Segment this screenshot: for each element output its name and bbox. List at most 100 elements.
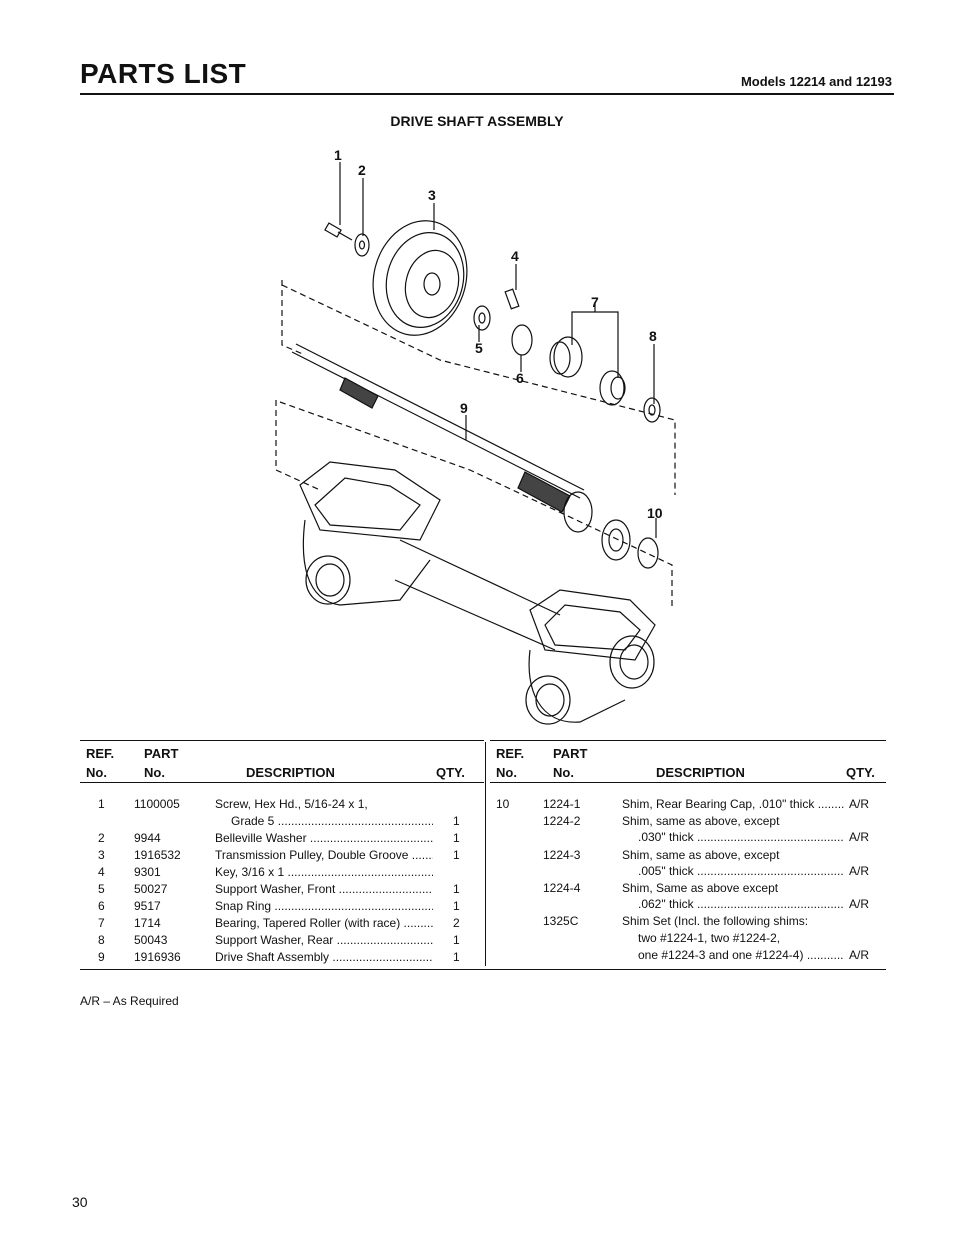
description-cell: Shim, same as above, except xyxy=(622,848,780,862)
drive-shaft-part xyxy=(291,343,585,513)
part-cell: 1224-4 xyxy=(543,881,581,895)
qty-cell: 2 xyxy=(453,916,460,930)
ref-cell: 1 xyxy=(98,797,105,811)
ref-cell: 7 xyxy=(98,916,105,930)
part-cell: 1100005 xyxy=(134,797,180,811)
description-cell: Shim, Same as above except xyxy=(622,881,779,895)
callout-7: 7 xyxy=(591,294,599,310)
part-cell: 50043 xyxy=(134,933,168,947)
part-cell: 1325C xyxy=(543,914,579,928)
part-cell: 1916936 xyxy=(134,950,181,964)
header-part: PART xyxy=(144,746,179,761)
header-qty: QTY. xyxy=(436,765,465,780)
tapered-bearing-part xyxy=(549,336,626,406)
qty-cell: 1 xyxy=(453,814,460,828)
part-cell: 9517 xyxy=(134,899,161,913)
support-washer-front-part xyxy=(473,305,491,331)
description-cell: .005" thick xyxy=(638,864,844,878)
qty-cell: 1 xyxy=(453,950,460,964)
description-cell: two #1224-1, two #1224-2, xyxy=(638,931,781,945)
qty-cell: A/R xyxy=(849,864,870,878)
transmission-housing xyxy=(299,461,656,725)
pulley-part xyxy=(372,220,468,336)
qty-cell: 1 xyxy=(453,831,460,845)
footnote: A/R – As Required xyxy=(80,994,179,1008)
part-cell: 1224-2 xyxy=(543,814,581,828)
belleville-washer-part xyxy=(354,233,370,257)
drive-shaft-diagram xyxy=(275,162,676,725)
ref-cell: 5 xyxy=(98,882,105,896)
header-qty: QTY. xyxy=(846,765,875,780)
callout-10: 10 xyxy=(647,505,663,521)
part-cell: 1916532 xyxy=(134,848,181,862)
qty-cell: A/R xyxy=(849,897,870,911)
part-cell: 9301 xyxy=(134,865,161,879)
qty-cell: 1 xyxy=(453,882,460,896)
ref-cell: 6 xyxy=(98,899,105,913)
header-ref-no: No. xyxy=(496,765,517,780)
table-rule-header-left xyxy=(80,782,484,783)
description-cell: one #1224-3 and one #1224-4) xyxy=(638,948,844,962)
description-cell: Support Washer, Front xyxy=(215,882,433,896)
header-rule xyxy=(80,93,894,95)
callout-2: 2 xyxy=(358,162,366,178)
screw-part xyxy=(324,222,353,241)
description-cell: Transmission Pulley, Double Groove xyxy=(215,848,433,862)
models-label: Models 12214 and 12193 xyxy=(740,74,892,89)
callout-3: 3 xyxy=(428,187,436,203)
table-rule-bottom xyxy=(80,969,886,970)
header-ref: REF. xyxy=(86,746,115,761)
description-cell: Bearing, Tapered Roller (with race) xyxy=(215,916,433,930)
ref-cell: 2 xyxy=(98,831,105,845)
header-description: DESCRIPTION xyxy=(246,765,335,780)
ref-cell: 9 xyxy=(98,950,105,964)
table-column-divider xyxy=(485,742,486,966)
description-cell: Drive Shaft Assembly xyxy=(215,950,433,964)
table-rule-header-right xyxy=(490,782,886,783)
snap-ring-part xyxy=(511,324,533,356)
callout-1: 1 xyxy=(334,147,342,163)
header-ref-no: No. xyxy=(86,765,107,780)
callout-8: 8 xyxy=(649,328,657,344)
key-part xyxy=(504,288,520,310)
part-cell: 1714 xyxy=(134,916,161,930)
page-number: 30 xyxy=(72,1194,88,1210)
callout-5: 5 xyxy=(475,340,483,356)
table-rule-top-left xyxy=(80,740,484,741)
description-cell: Snap Ring xyxy=(215,899,433,913)
description-cell: Shim, Rear Bearing Cap, .010" thick xyxy=(622,797,844,811)
part-cell: 50027 xyxy=(134,882,168,896)
description-cell: Shim Set (Incl. the following shims: xyxy=(622,914,809,928)
callout-9: 9 xyxy=(460,400,468,416)
support-washer-rear-part xyxy=(643,397,661,423)
description-cell: Screw, Hex Hd., 5/16-24 x 1, xyxy=(215,797,368,811)
header-part-no: No. xyxy=(553,765,574,780)
rear-bearing-shim-part xyxy=(563,491,659,569)
description-cell: Grade 5 xyxy=(231,814,433,828)
description-cell: Support Washer, Rear xyxy=(215,933,433,947)
header-description: DESCRIPTION xyxy=(656,765,745,780)
qty-cell: A/R xyxy=(849,830,870,844)
ref-cell: 3 xyxy=(98,848,105,862)
header-ref: REF. xyxy=(496,746,525,761)
qty-cell: 1 xyxy=(453,848,460,862)
ref-cell: 4 xyxy=(98,865,105,879)
part-cell: 1224-3 xyxy=(543,848,581,862)
callout-6: 6 xyxy=(516,370,524,386)
part-cell: 9944 xyxy=(134,831,161,845)
ref-cell: 8 xyxy=(98,933,105,947)
header-part: PART xyxy=(553,746,588,761)
description-cell: Key, 3/16 x 1 xyxy=(215,865,433,879)
part-cell: 1224-1 xyxy=(543,797,581,811)
callout-4: 4 xyxy=(511,248,519,264)
ref-cell: 10 xyxy=(496,797,510,811)
description-cell: Shim, same as above, except xyxy=(622,814,780,828)
description-cell: .062" thick xyxy=(638,897,844,911)
description-cell: Belleville Washer xyxy=(215,831,433,845)
description-cell: .030" thick xyxy=(638,830,844,844)
qty-cell: A/R xyxy=(849,948,870,962)
section-title: DRIVE SHAFT ASSEMBLY xyxy=(390,113,564,129)
qty-cell: A/R xyxy=(849,797,870,811)
qty-cell: 1 xyxy=(453,899,460,913)
page-title: PARTS LIST xyxy=(80,58,247,89)
